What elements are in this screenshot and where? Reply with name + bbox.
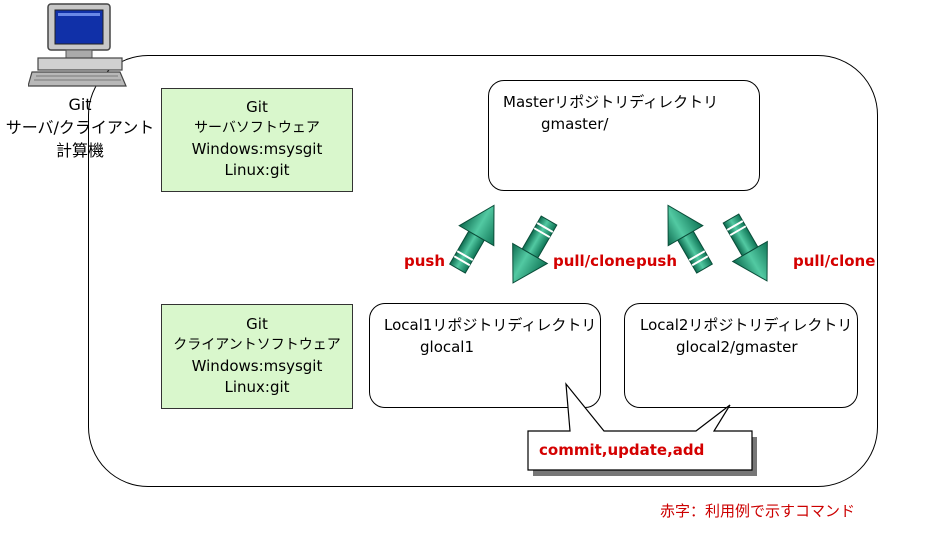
- computer-label-line3: 計算機: [55, 141, 104, 160]
- computer-label-line2: サーバ/クライアント: [5, 118, 155, 137]
- computer-label-line1: Git: [68, 95, 92, 114]
- server-software-git: Git: [246, 98, 268, 116]
- push-label-right: push: [636, 252, 678, 270]
- client-software-box: Git クライアントソフトウェア Windows:msysgit Linux:g…: [161, 304, 353, 409]
- pullclone-label-right: pull/clone: [793, 252, 876, 270]
- push-arrow-right-icon: [667, 204, 713, 274]
- local1-repo-box: Local1リポジトリディレクトリ glocal1: [369, 303, 601, 408]
- pullclone-label-left: pull/clone: [553, 252, 636, 270]
- server-software-windows: Windows:msysgit: [191, 140, 323, 158]
- local1-repo-title: Local1リポジトリディレクトリ: [384, 316, 597, 334]
- local2-repo-box: Local2リポジトリディレクトリ glocal2/gmaster: [624, 303, 858, 408]
- master-repo-title: Masterリポジトリディレクトリ: [503, 93, 719, 111]
- push-arrow-left-icon: [449, 204, 495, 274]
- client-software-linux: Linux:git: [224, 378, 290, 396]
- callout-box: [527, 382, 753, 471]
- client-software-windows: Windows:msysgit: [191, 357, 323, 375]
- pullclone-arrow-right-icon: [722, 213, 768, 282]
- computer-label: Git サーバ/クライアント 計算機: [0, 93, 160, 162]
- client-software-git: Git: [246, 315, 268, 333]
- legend-note: 赤字：利用例で示すコマンド: [660, 502, 856, 520]
- master-repo-box: Masterリポジトリディレクトリ gmaster/: [488, 80, 760, 191]
- local2-repo-dir: glocal2/gmaster: [676, 338, 798, 356]
- server-software-box: Git サーバソフトウェア Windows:msysgit Linux:git: [161, 88, 353, 192]
- client-software-name: クライアントソフトウェア: [173, 337, 341, 353]
- local2-repo-title: Local2リポジトリディレクトリ: [640, 316, 853, 334]
- callout-commands: commit,update,add: [539, 441, 705, 459]
- pullclone-arrow-left-icon: [512, 215, 558, 284]
- push-label-left: push: [404, 252, 446, 270]
- server-software-linux: Linux:git: [224, 161, 290, 179]
- server-software-name: サーバソフトウェア: [194, 120, 320, 136]
- master-repo-dir: gmaster/: [541, 115, 609, 133]
- local1-repo-dir: glocal1: [420, 338, 475, 356]
- desktop-computer-icon: [28, 3, 127, 87]
- system-boundary: [88, 55, 878, 487]
